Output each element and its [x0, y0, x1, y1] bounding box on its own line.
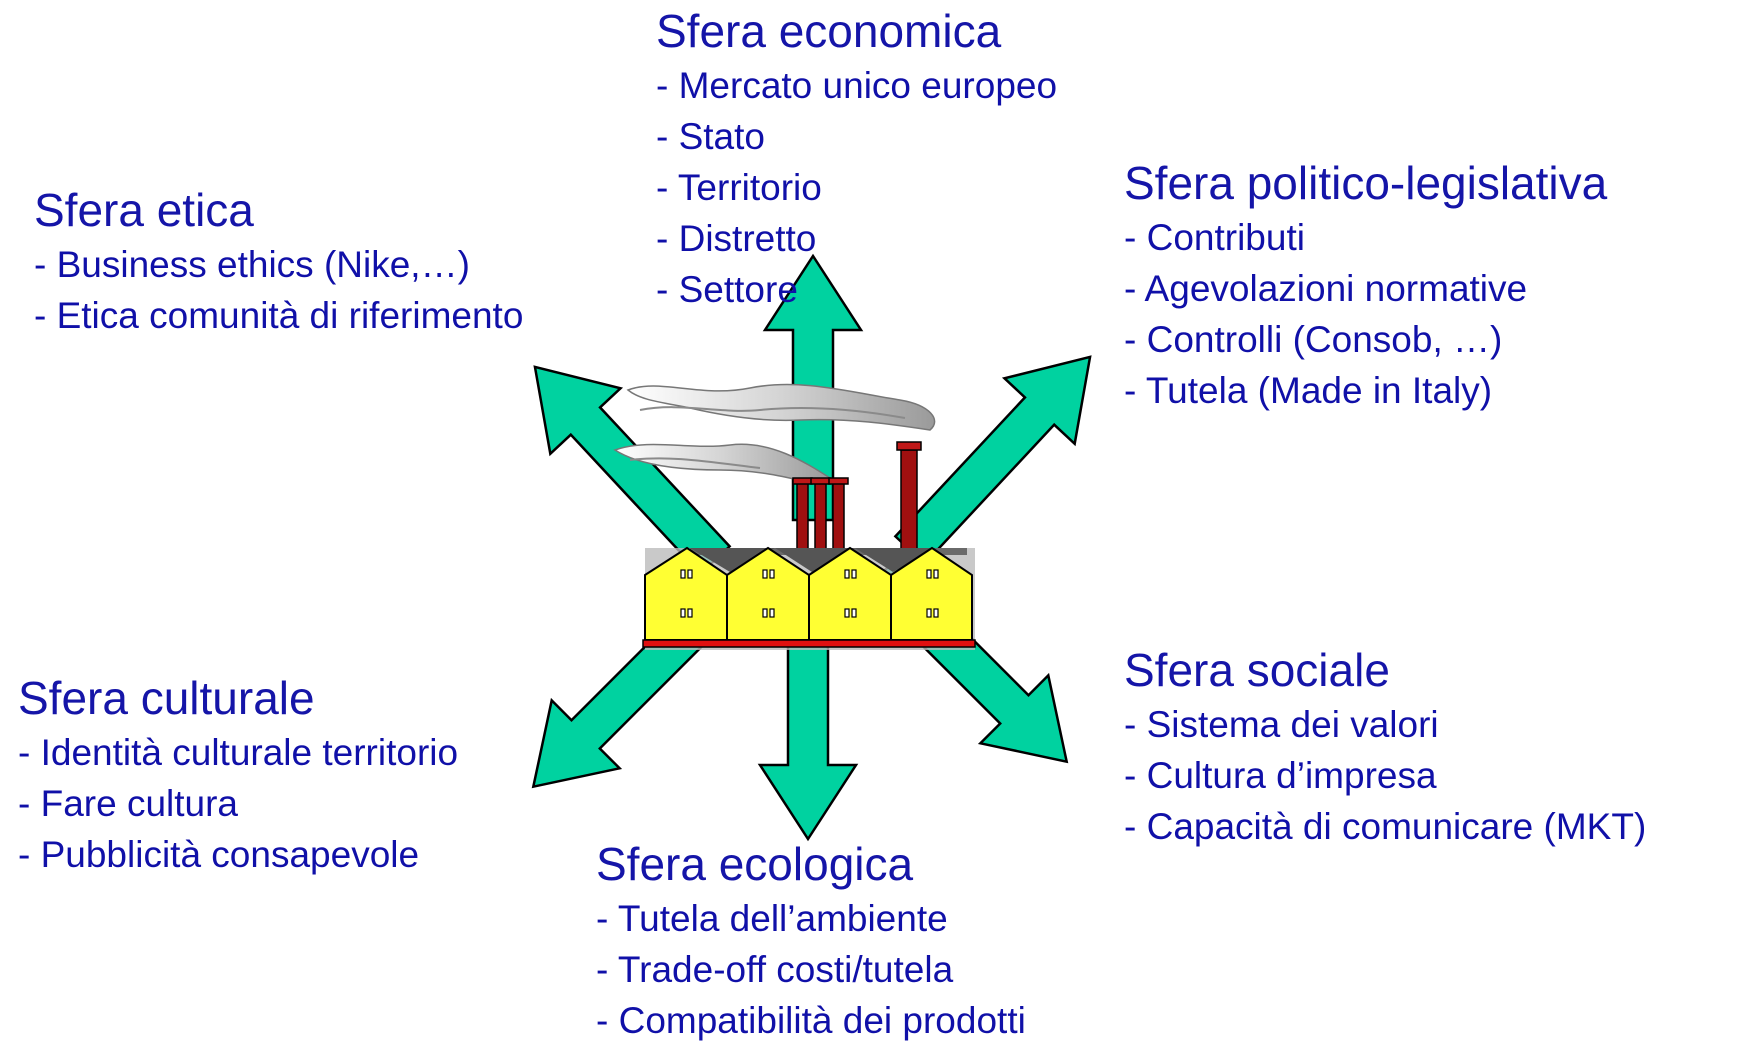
sphere-culturale: Sfera culturale - Identità culturale ter… — [18, 671, 458, 880]
list-item: - Identità culturale territorio — [18, 732, 459, 773]
list-item: - Controlli (Consob, …) — [1124, 319, 1503, 360]
list-item: - Territorio — [656, 167, 822, 208]
list-item: - Tutela (Made in Italy) — [1124, 370, 1493, 411]
list-item: - Capacità di comunicare (MKT) — [1124, 806, 1647, 847]
arrow-politica — [893, 355, 1092, 566]
arrow-etica — [533, 365, 732, 576]
sphere-culturale-list: - Identità culturale territorio - Fare c… — [18, 727, 458, 880]
list-item: - Compatibilità dei prodotti — [596, 1000, 1026, 1041]
sphere-etica-list: - Business ethics (Nike,…) - Etica comun… — [34, 239, 523, 341]
list-item: - Pubblicità consapevole — [18, 834, 420, 875]
chimneys — [792, 441, 922, 551]
list-item: - Distretto — [656, 218, 817, 259]
sphere-economica-title: Sfera economica — [656, 5, 1002, 57]
sphere-sociale-list: - Sistema dei valori - Cultura d’impresa… — [1124, 699, 1646, 852]
list-item: - Sistema dei valori — [1124, 704, 1439, 745]
list-item: - Trade-off costi/tutela — [596, 949, 954, 990]
list-item: - Mercato unico europeo — [656, 65, 1058, 106]
sphere-culturale-title: Sfera culturale — [18, 672, 315, 724]
list-item: - Business ethics (Nike,…) — [34, 244, 470, 285]
list-item: - Stato — [656, 116, 765, 157]
sphere-politico-legislativa: Sfera politico-legislativa - Contributi … — [1124, 156, 1607, 416]
sphere-politica-list: - Contributi - Agevolazioni normative - … — [1124, 212, 1607, 416]
sphere-etica-title: Sfera etica — [34, 184, 254, 236]
list-item: - Cultura d’impresa — [1124, 755, 1437, 796]
sphere-economica-list: - Mercato unico europeo - Stato - Territ… — [656, 60, 1057, 315]
list-item: - Etica comunità di riferimento — [34, 295, 524, 336]
list-item: - Settore — [656, 269, 798, 310]
sphere-politica-title: Sfera politico-legislativa — [1124, 157, 1608, 209]
list-item: - Agevolazioni normative — [1124, 268, 1528, 309]
sphere-ecologica-list: - Tutela dell’ambiente - Trade-off costi… — [596, 893, 1026, 1046]
sphere-etica: Sfera etica - Business ethics (Nike,…) -… — [34, 183, 523, 341]
factory-icon — [642, 546, 976, 650]
sphere-ecologica-title: Sfera ecologica — [596, 838, 914, 890]
sphere-ecologica: Sfera ecologica - Tutela dell’ambiente -… — [596, 837, 1026, 1046]
list-item: - Contributi — [1124, 217, 1305, 258]
arrows — [531, 253, 1092, 842]
sphere-sociale: Sfera sociale - Sistema dei valori - Cul… — [1124, 643, 1646, 852]
list-item: - Tutela dell’ambiente — [596, 898, 948, 939]
sphere-sociale-title: Sfera sociale — [1124, 644, 1390, 696]
sphere-economica: Sfera economica - Mercato unico europeo … — [656, 4, 1057, 315]
smoke-clouds — [613, 383, 936, 486]
list-item: - Fare cultura — [18, 783, 239, 824]
